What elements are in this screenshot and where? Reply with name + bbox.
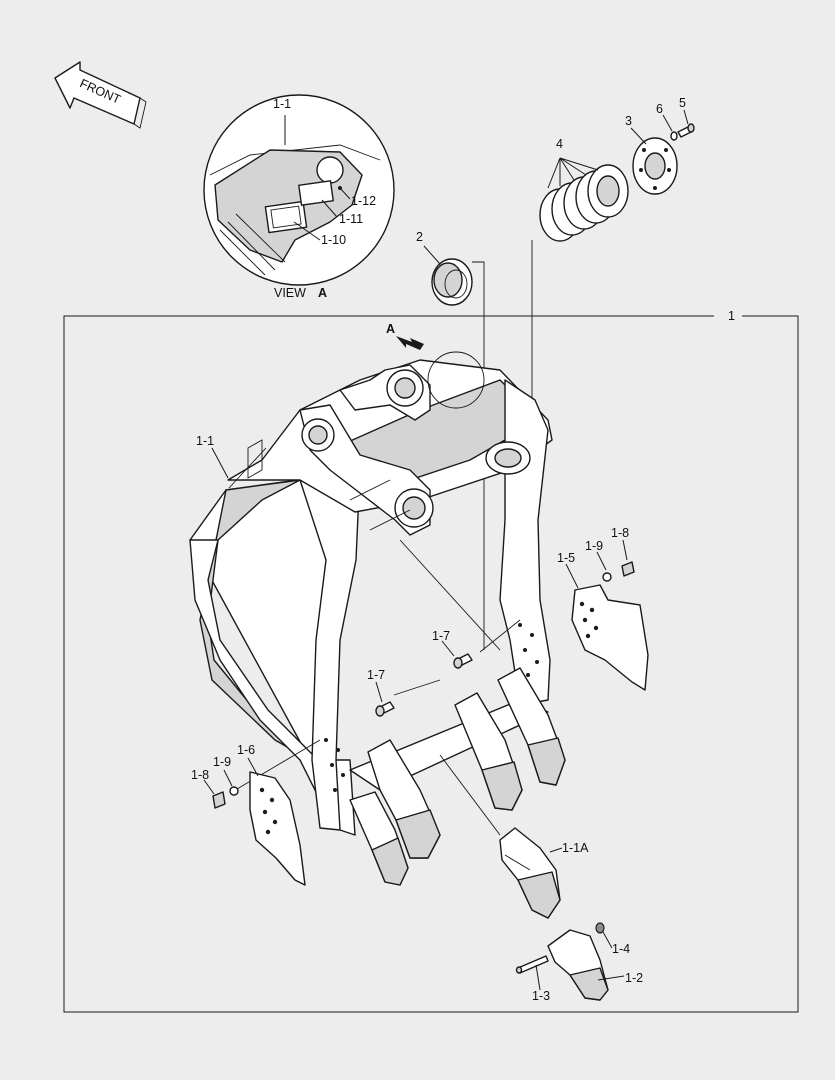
callout-1: 1 (728, 309, 735, 323)
tooth-adapters (349, 667, 566, 886)
seal-part-2: 2 (416, 230, 473, 306)
callout-1-6: 1-6 (237, 743, 255, 757)
tooth-point-1-2: 1-2 (547, 929, 643, 1001)
callout-1-7-lower: 1-7 (367, 668, 385, 682)
callout-1-3: 1-3 (532, 989, 550, 1003)
callout-1-5: 1-5 (557, 551, 575, 565)
callout-bucket: 1-1 (196, 434, 229, 479)
view-prefix: VIEW (274, 286, 306, 300)
callout-6: 6 (656, 102, 663, 116)
callout-1-2: 1-2 (625, 971, 643, 985)
callout-1-12: 1-12 (351, 194, 376, 208)
callout-4: 4 (556, 137, 563, 151)
callout-3: 3 (625, 114, 632, 128)
bolt-1-7-upper: 1-7 (432, 629, 473, 669)
front-arrow: FRONT (54, 61, 147, 129)
callout-1-7-upper: 1-7 (432, 629, 450, 643)
lock-1-4: 1-4 (595, 922, 630, 956)
bolt-part-5: 5 (677, 96, 695, 138)
arrow-label-a: A (386, 322, 395, 336)
pin-1-3: 1-3 (515, 955, 550, 1003)
assembly-frame: 1 (63, 309, 799, 1013)
callout-1-8-right: 1-8 (611, 526, 629, 540)
callout-1-1-view: 1-1 (273, 97, 291, 111)
washer-part-6: 6 (656, 102, 678, 141)
side-cutter-left: 1-6 1-9 1-8 (191, 743, 306, 886)
callout-1-8-left: 1-8 (191, 768, 209, 782)
callout-1-10: 1-10 (321, 233, 346, 247)
side-cutter-right: 1-5 1-9 1-8 (557, 526, 649, 691)
callout-5: 5 (679, 96, 686, 110)
shims-part-4: 4 (539, 137, 629, 242)
plate-part-3: 3 (625, 114, 678, 195)
adapter-1-1A: 1-1A (499, 827, 589, 919)
bolt-1-7-lower: 1-7 (367, 668, 395, 717)
callout-2: 2 (416, 230, 423, 244)
view-a-detail: 1-1 1-12 1-11 1-10 VIEW A (203, 94, 395, 300)
callout-1-4: 1-4 (612, 942, 630, 956)
callout-1-9-right: 1-9 (585, 539, 603, 553)
view-letter: A (318, 286, 327, 300)
callout-1-1A: 1-1A (562, 841, 589, 855)
callout-1-1-main: 1-1 (196, 434, 214, 448)
view-arrow-a: A (386, 322, 424, 350)
bucket-body (189, 351, 553, 836)
callout-1-9-left: 1-9 (213, 755, 231, 769)
callout-1-11: 1-11 (339, 212, 363, 226)
